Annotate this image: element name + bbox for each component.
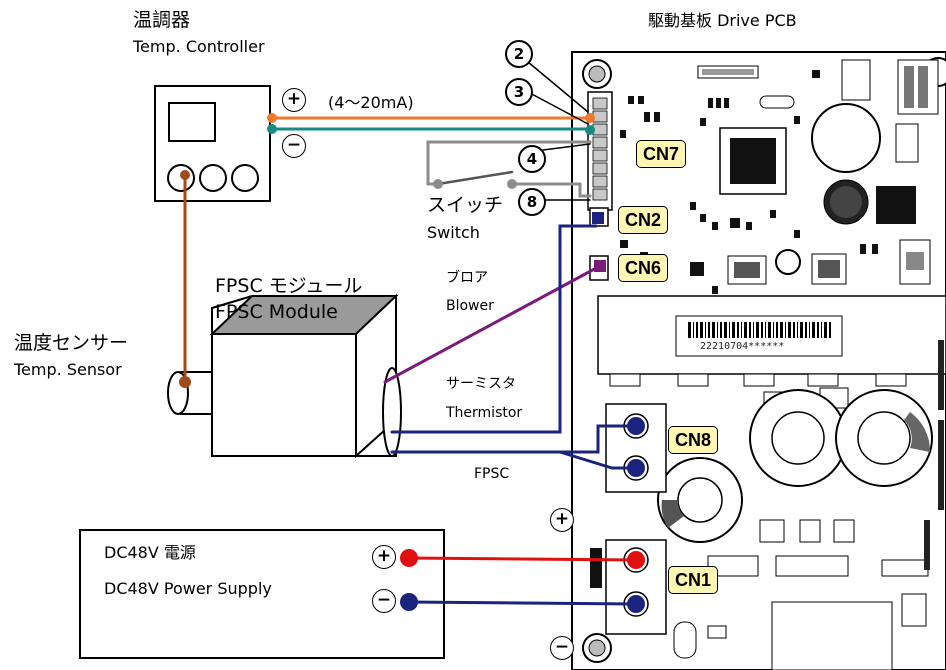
thermistor-label-en: Thermistor [446,405,523,421]
pcb-minus-terminal: − [550,636,574,660]
sensor-label-jp: 温度センサー [14,332,129,354]
sensor-label-en: Temp. Sensor [14,360,122,379]
pcb-plus-terminal: + [550,508,574,532]
fpsc-module-label-jp: FPSC モジュール [215,275,363,297]
controller-plus-terminal: + [282,88,306,112]
fpsc-wire-label: FPSC [474,466,510,482]
connector-cn1: CN1 [668,566,719,594]
power-supply-label-en: DC48V Power Supply [104,579,272,598]
drive-pcb [571,51,946,670]
connector-cn6: CN6 [618,254,669,282]
pin-number-3: 3 [505,78,533,106]
blower-label-jp: ブロア [446,270,488,286]
fpsc-module-label-en: FPSC Module [215,301,338,323]
blower-label-en: Blower [446,298,494,314]
wire-dots [179,113,645,613]
switch-label-jp: スイッチ [427,194,504,216]
psu-plus-terminal: + [372,545,396,569]
temp-controller [154,85,271,202]
thermistor-label-jp: サーミスタ [446,376,516,392]
connector-cn2: CN2 [618,206,669,234]
fpsc-module [167,293,402,459]
controller-title-jp: 温調器 [133,9,191,31]
switch-label-en: Switch [427,223,480,242]
connector-cn7: CN7 [636,140,687,168]
psu-minus-terminal: − [372,589,396,613]
power-supply-label-jp: DC48V 電源 [104,543,196,562]
pcb-title: 駆動基板 Drive PCB [648,11,797,30]
controller-minus-terminal: − [282,134,306,158]
pin-number-2: 2 [505,40,533,68]
current-label: (4～20mA) [328,93,414,112]
controller-title-en: Temp. Controller [133,37,265,56]
connector-cn8: CN8 [668,426,719,454]
wires [183,61,638,606]
barcode-text: 22210704****** [700,341,785,352]
pin-number-4: 4 [518,145,546,173]
pin-number-8: 8 [518,188,546,216]
